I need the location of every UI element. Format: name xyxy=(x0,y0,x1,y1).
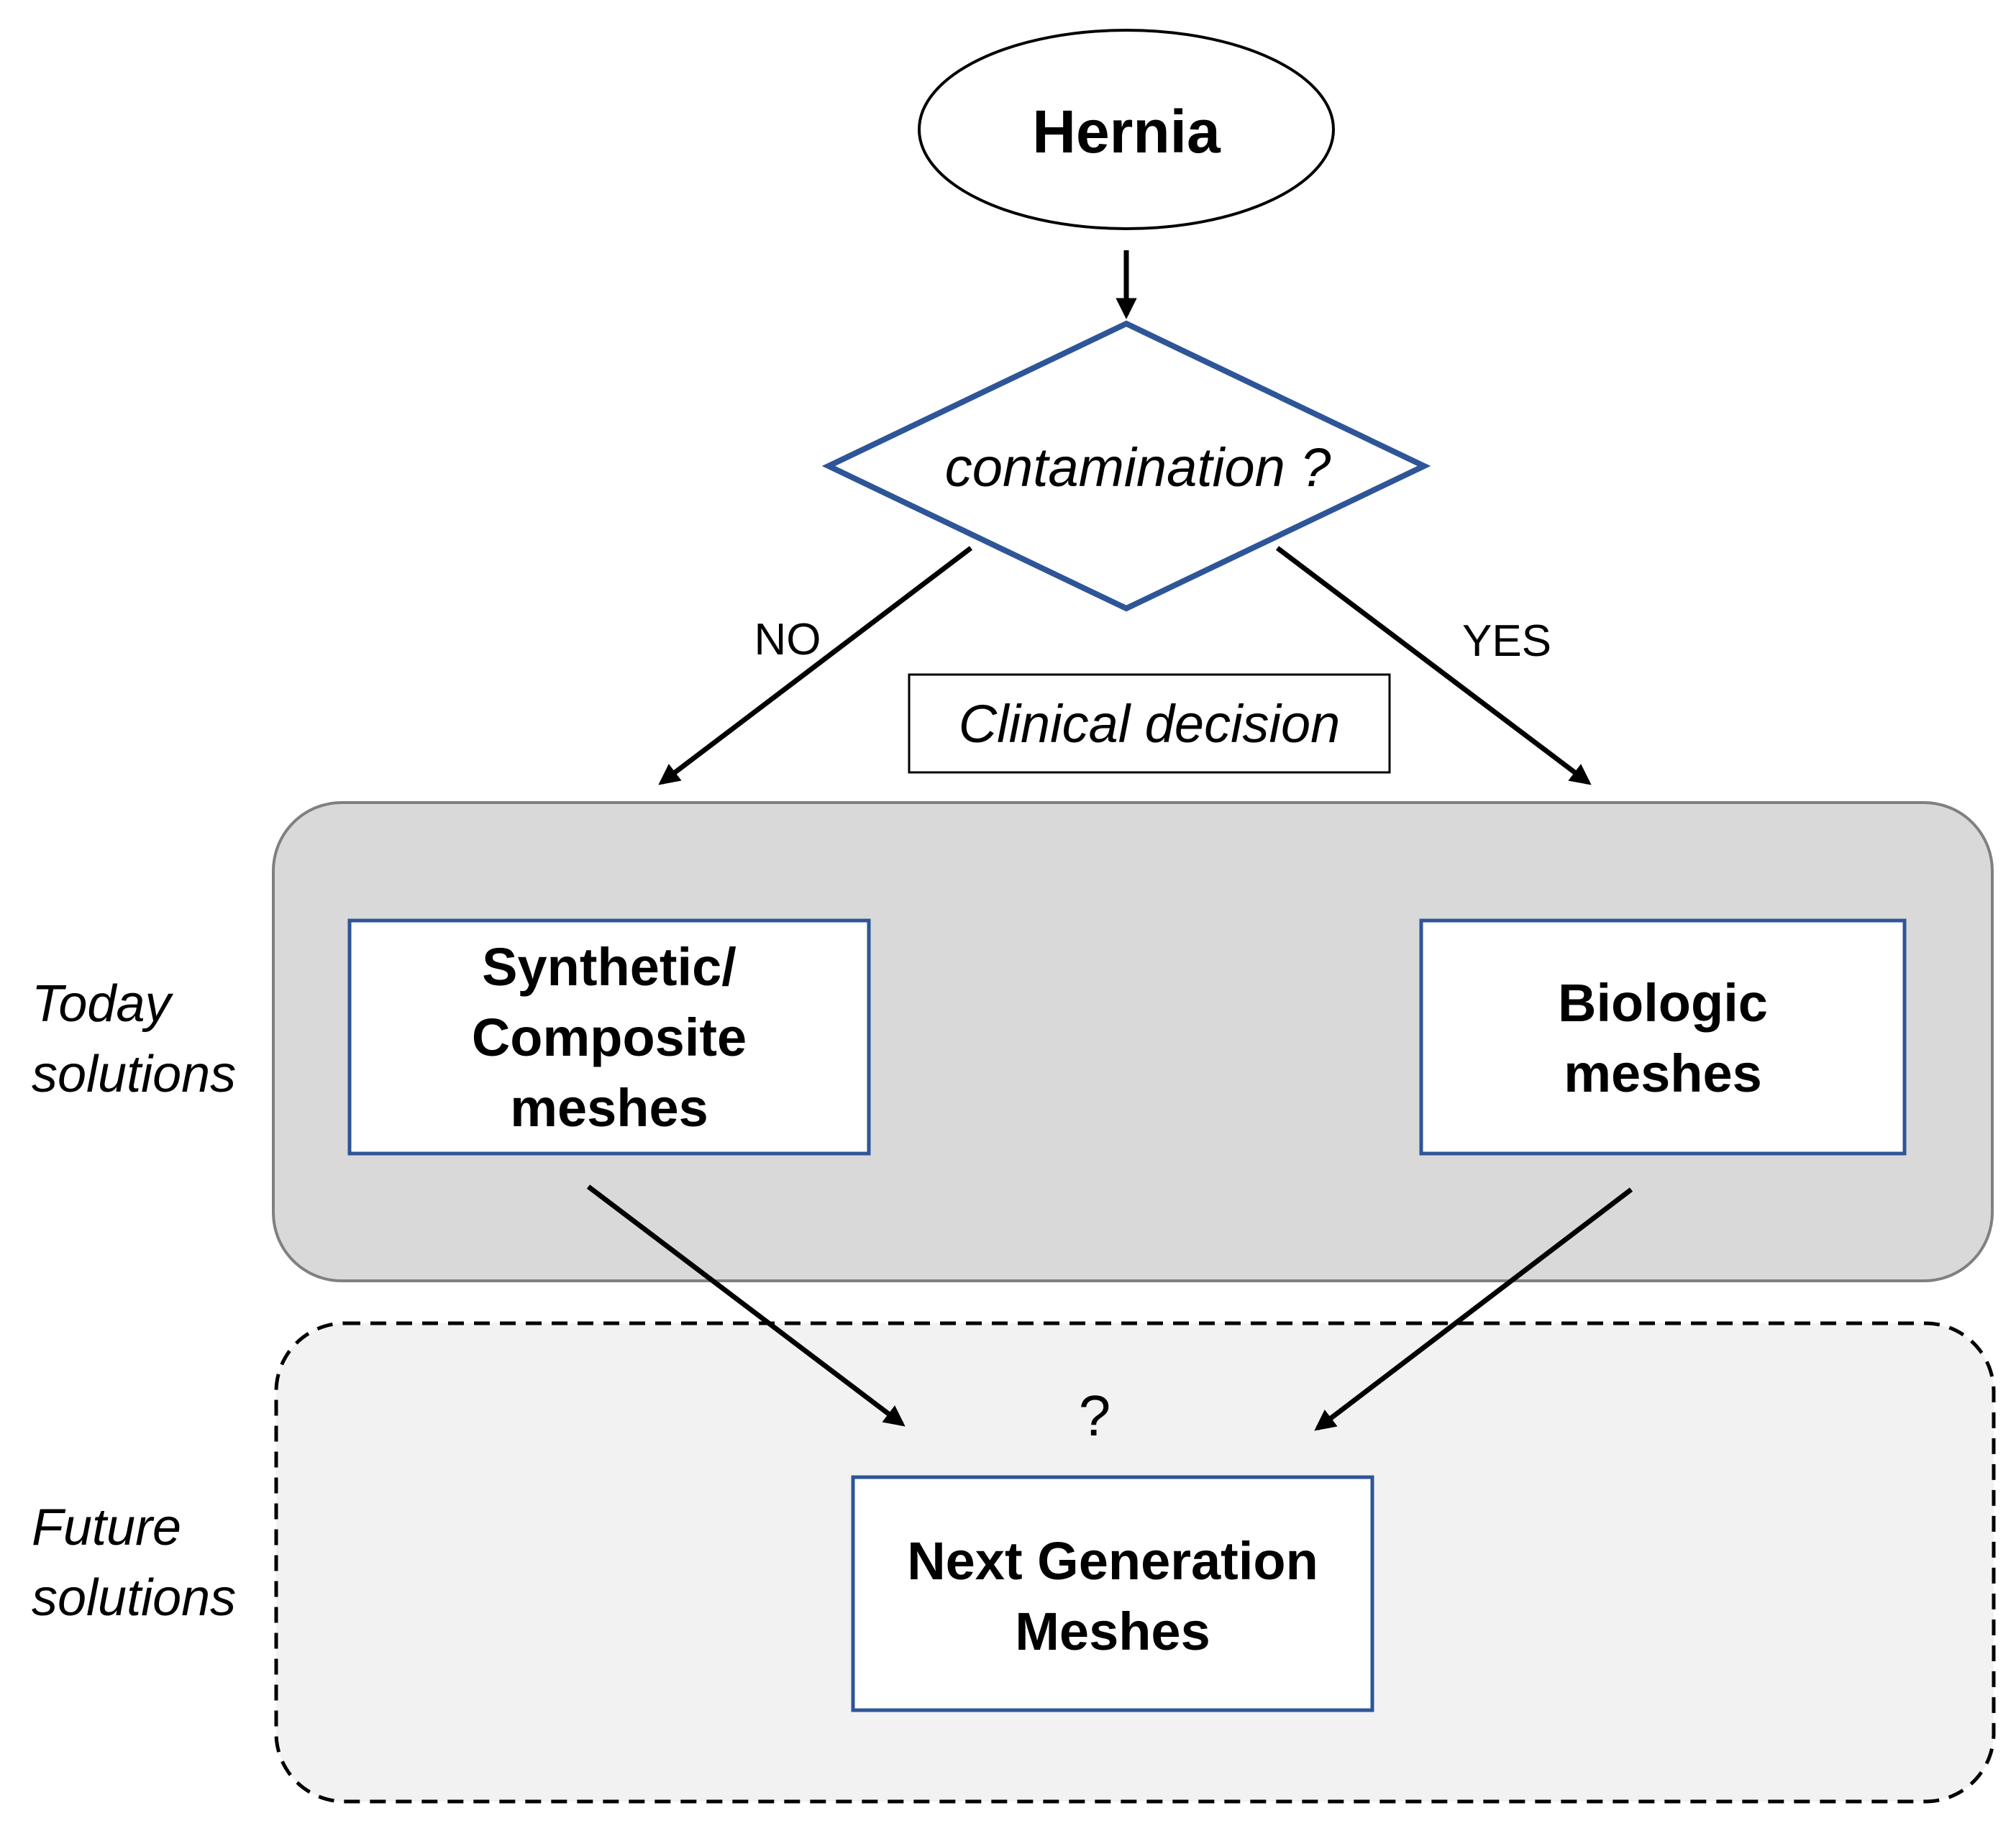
next-generation-line-2: Meshes xyxy=(1015,1602,1210,1661)
clinical-decision-label: Clinical decision xyxy=(959,694,1341,754)
arrow-biologic-to-next xyxy=(1314,1187,1633,1431)
synthetic-line-2: Composite xyxy=(472,1008,747,1067)
future-question-mark: ? xyxy=(1079,1384,1111,1448)
arrow-yes-branch xyxy=(1275,546,1592,785)
hernia-start-node xyxy=(918,29,1335,230)
arrow-no-branch xyxy=(658,546,973,785)
contamination-decision-diamond xyxy=(821,320,1431,612)
next-generation-meshes-box xyxy=(851,1475,1374,1712)
yes-branch-label: YES xyxy=(1462,616,1551,666)
synthetic-line-3: meshes xyxy=(510,1078,708,1138)
next-generation-line-1: Next Generation xyxy=(907,1531,1318,1591)
biologic-line-1: Biologic xyxy=(1558,973,1768,1033)
future-solutions-label-line-2: solutions xyxy=(32,1569,236,1627)
synthetic-line-1: Synthetic/ xyxy=(482,937,736,997)
clinical-decision-box xyxy=(908,673,1391,774)
arrow-synthetic-to-next xyxy=(586,1184,906,1427)
contamination-label: contamination ? xyxy=(945,437,1331,498)
no-branch-label: NO xyxy=(754,615,821,665)
future-solutions-label-line-1: Future xyxy=(32,1499,181,1556)
synthetic-composite-box xyxy=(347,918,871,1156)
today-solutions-label-line-2: solutions xyxy=(32,1046,236,1103)
hernia-label: Hernia xyxy=(1032,98,1221,165)
biologic-line-2: meshes xyxy=(1564,1044,1762,1103)
biologic-meshes-box xyxy=(1419,918,1907,1156)
today-solutions-label-line-1: Today xyxy=(32,975,174,1033)
